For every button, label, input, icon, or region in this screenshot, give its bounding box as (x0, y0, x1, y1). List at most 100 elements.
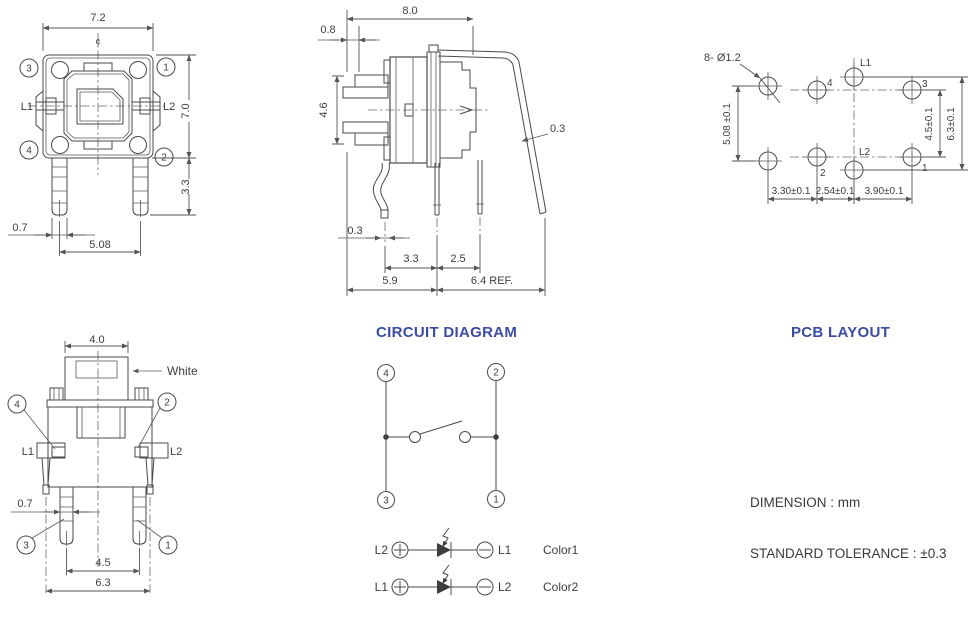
centerline-symbol: ¢ (95, 37, 100, 47)
led-l2-label: L2 (170, 446, 182, 458)
light-emission-arrow (442, 527, 450, 548)
pin-2-label: 2 (164, 398, 170, 409)
bottom-view-dimensions: 4.0 0.7 4.5 6.3 (11, 334, 151, 594)
circuit-diagram-title: CIRCUIT DIAGRAM (376, 324, 518, 341)
front-view-body (35, 54, 161, 159)
dim-total-width-label: 8.0 (402, 5, 417, 17)
led-symbol (437, 580, 451, 594)
terminal-2-label: 2 (493, 368, 499, 379)
side-view-body (342, 44, 488, 168)
dim-lead-width-label: 0.7 (17, 498, 32, 510)
drawing-notes: DIMENSION : mm STANDARD TOLERANCE : ±0.3 (750, 460, 946, 596)
pcb-l1-label: L1 (860, 58, 872, 69)
pcb-layout-drawing: 4 3 2 1 L1 L2 8- Ø1.2 5.08 ±0.1 4.5±0.1 … (704, 52, 968, 204)
dim-lead-pitch-label: 5.08 (89, 239, 110, 251)
led-l1-label: L1 (21, 101, 33, 113)
pcb-l2-label: L2 (859, 147, 871, 158)
pcb-pin2-label: 2 (820, 168, 826, 179)
dim-leg-height-label: 3.3 (180, 179, 192, 194)
dim-height-label: 7.0 (180, 103, 192, 118)
led-row-2: L1 L2 Color2 (375, 564, 579, 596)
pcb-pin4-label: 4 (827, 78, 833, 89)
dim-width-label: 7.2 (90, 12, 105, 24)
pin-3-label: 3 (26, 64, 32, 75)
pcb-layout-title: PCB LAYOUT (791, 324, 891, 341)
dim-lead-thickness-right-label: 0.3 (550, 123, 565, 135)
front-view-dimensions: 7.2 ¢ 7.0 3.3 0.7 5.08 (8, 12, 196, 256)
right-clip (152, 90, 161, 132)
side-view-drawing: 8.0 0.8 4.6 0.3 0.3 3.3 2.5 5.9 6.4 REF. (318, 5, 565, 296)
hole (803, 143, 831, 171)
dim-body-width-label: 5.9 (382, 275, 397, 287)
note-tolerance: STANDARD TOLERANCE : ±0.3 (750, 546, 947, 561)
bottom-view-drawing: White 4 2 L1 L2 3 1 4.0 0.7 4.5 6.3 (7, 334, 198, 594)
left-clip (35, 90, 44, 132)
dim-outer-height-label: 6.3±0.1 (946, 107, 957, 141)
dim-col1-label: 3.30±0.1 (772, 186, 811, 197)
front-view-legs (51, 158, 149, 217)
dim-step-label: 0.8 (320, 24, 335, 36)
cap-color-label: White (167, 364, 198, 378)
note-dimension-units: DIMENSION : mm (750, 495, 861, 510)
pin-1-label: 1 (165, 541, 171, 552)
hole (898, 76, 926, 104)
terminal-4-label: 4 (383, 369, 389, 380)
pin-1-label: 1 (163, 63, 169, 74)
pcb-pin1-label: 1 (922, 163, 928, 174)
bottom-view-body (36, 356, 169, 593)
switch-lever (419, 420, 463, 435)
led-l2-label: L2 (163, 101, 175, 113)
dim-pitch-a-label: 3.3 (403, 253, 418, 265)
bottom-view-legs (59, 487, 147, 546)
dim-row-pitch-label: 5.08 ±0.1 (722, 103, 733, 145)
hole (803, 76, 831, 104)
front-view-drawing: 7.2 ¢ 7.0 3.3 0.7 5.08 3 1 4 2 L1 L2 (8, 12, 196, 256)
dim-bent-lead-label: 6.4 REF. (471, 275, 513, 287)
pcb-dimensions: 5.08 ±0.1 4.5±0.1 6.3±0.1 3.30±0.1 2.54±… (722, 76, 968, 204)
dim-outer-span-label: 6.3 (95, 577, 110, 589)
led1-cathode-label: L1 (498, 543, 512, 557)
terminal-1-label: 1 (493, 495, 499, 506)
pcb-holes (754, 63, 926, 184)
dim-inner-span-label: 4.5 (95, 557, 110, 569)
pcb-labels: 4 3 2 1 L1 L2 8- Ø1.2 (704, 52, 928, 179)
dim-button-width-label: 4.0 (89, 334, 104, 346)
dim-body-height-label: 4.6 (318, 102, 330, 117)
side-view-leads (372, 49, 547, 242)
dim-lead-width-label: 0.7 (12, 222, 27, 234)
dim-lead-thickness-bottom-label: 0.3 (347, 225, 362, 237)
dim-pitch-b-label: 2.5 (450, 253, 465, 265)
hole (840, 63, 868, 91)
led2-anode-label: L1 (375, 580, 389, 594)
pin-2-label: 2 (161, 153, 167, 164)
led-row-1: L2 L1 Color1 (375, 527, 579, 559)
hole (898, 143, 926, 171)
dim-col2-label: 2.54±0.1 (816, 186, 855, 197)
circuit-diagram-drawing: 4 2 3 1 L2 L1 Color1 L1 (375, 363, 579, 596)
bottom-view-callouts: White 4 2 L1 L2 3 1 (7, 364, 198, 555)
switch-schematic: 4 2 3 1 (377, 363, 505, 509)
pcb-hole-callout: 8- Ø1.2 (704, 52, 741, 64)
pin-4-label: 4 (26, 146, 32, 157)
side-view-dimensions: 8.0 0.8 4.6 0.3 0.3 3.3 2.5 5.9 6.4 REF. (318, 5, 565, 296)
light-emission-arrow (442, 564, 450, 585)
led1-anode-label: L2 (375, 543, 389, 557)
front-view-centerlines (28, 33, 168, 175)
led2-color-label: Color2 (543, 580, 579, 594)
terminal-3-label: 3 (383, 496, 389, 507)
led-symbol (437, 543, 451, 557)
pcb-pin3-label: 3 (922, 79, 928, 90)
hole (754, 147, 782, 175)
hole (840, 156, 868, 184)
button-plunger (76, 88, 124, 125)
dim-inner-height-label: 4.5±0.1 (924, 107, 935, 141)
led-l1-label: L1 (22, 446, 34, 458)
pin-4-label: 4 (14, 400, 20, 411)
led2-cathode-label: L2 (498, 580, 512, 594)
pin-3-label: 3 (23, 541, 29, 552)
front-view-pin-callouts: 3 1 4 2 L1 L2 (19, 57, 176, 167)
hole (754, 72, 782, 100)
left-led-clip (36, 442, 66, 459)
dim-col3-label: 3.90±0.1 (865, 186, 904, 197)
